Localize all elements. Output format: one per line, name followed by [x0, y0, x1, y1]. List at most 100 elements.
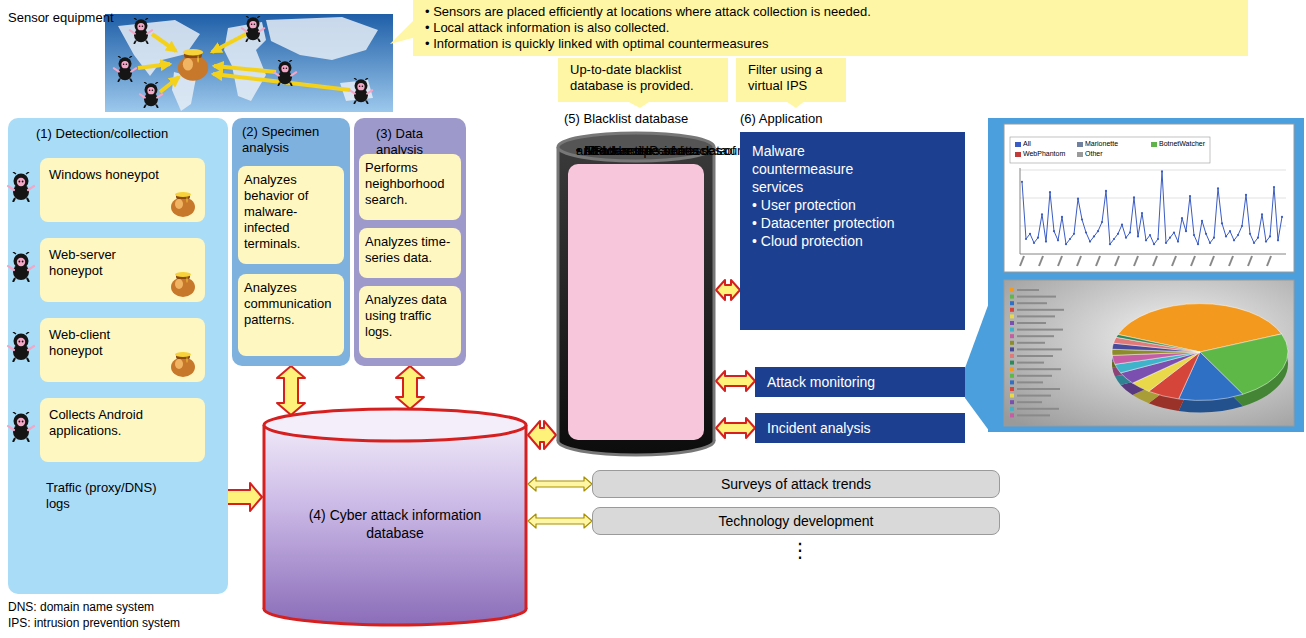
- cylinder-body: [558, 147, 714, 441]
- data-point: [1221, 222, 1223, 224]
- process-box: Web-server honeypot: [40, 238, 205, 302]
- data-point: [1161, 170, 1163, 172]
- tick-mark: [1210, 256, 1214, 266]
- data-point: [1033, 242, 1035, 244]
- node-text: Incident analysis: [767, 419, 955, 437]
- node-text: Web-server honeypot: [49, 247, 161, 279]
- data-point: [1229, 230, 1231, 232]
- drawing-part: [138, 64, 170, 68]
- drawing-part: [1077, 142, 1083, 147]
- section-heading: (6) Application: [740, 111, 822, 127]
- data-point: [1065, 243, 1067, 245]
- double-arrow: [528, 421, 556, 449]
- honeypot-icon: [171, 352, 195, 377]
- data-point: [1053, 230, 1055, 232]
- data-point: [1025, 238, 1027, 240]
- data-point: [1157, 238, 1159, 240]
- node-text: (1) Detection/collection: [36, 126, 220, 142]
- drawing-part: [212, 32, 250, 52]
- legend-swatch: [1010, 400, 1014, 404]
- data-point: [1109, 243, 1111, 245]
- database-cylinder: (4) Cyber attack information database: [262, 408, 528, 626]
- node-text: Attack monitoring: [767, 373, 955, 391]
- data-point: [1197, 243, 1199, 245]
- data-point: [1193, 234, 1195, 236]
- pie-chart: [1112, 304, 1288, 413]
- data-point: [1105, 190, 1107, 192]
- legend-line: [1017, 401, 1042, 403]
- legend-line: [1017, 395, 1051, 397]
- attacker-icon: [8, 172, 34, 202]
- abbreviation-note: DNS: domain name system: [8, 600, 154, 614]
- pie-legend: [1010, 288, 1064, 417]
- legend-line: [1017, 375, 1052, 377]
- node-text: Up-to-date blacklist database is provide…: [570, 62, 716, 94]
- chart-legend-box: [1010, 137, 1210, 163]
- data-point: [1209, 242, 1211, 244]
- tick-mark: [1172, 256, 1176, 266]
- drawing-part: [266, 17, 378, 60]
- legend-line: [1017, 362, 1044, 364]
- data-point: [1149, 234, 1151, 236]
- caption-label: Sensor equipment: [8, 10, 114, 26]
- data-point: [1189, 195, 1191, 197]
- data-point: [1201, 220, 1203, 222]
- legend-swatch: [1010, 328, 1014, 332]
- drawing-part: [1015, 152, 1021, 157]
- node-text: Web-client honeypot: [49, 327, 161, 359]
- line-series: [1021, 170, 1283, 245]
- legend-swatch: [1010, 295, 1014, 299]
- data-point: [1101, 221, 1103, 223]
- tick-mark: [1248, 256, 1252, 266]
- double-arrow: [277, 366, 305, 415]
- tick-mark: [1115, 256, 1119, 266]
- node-subtext: • User protection: [752, 196, 905, 214]
- line-series-path: [1022, 171, 1282, 244]
- node-subtext: and other time-series data: [576, 143, 727, 159]
- double-arrow: [528, 477, 592, 491]
- legend-swatch: [1010, 301, 1014, 305]
- database-cylinder: (5) Blacklist database• URLs and IP addr…: [556, 132, 716, 456]
- chart-legend-text: WebPhantom: [1023, 150, 1065, 158]
- attacker-icon: [140, 82, 163, 108]
- data-point: [1097, 230, 1099, 232]
- honeypot-icon: [171, 192, 195, 217]
- data-point: [1153, 243, 1155, 245]
- service-box: Attack monitoring: [755, 367, 965, 397]
- drawing-part: [1020, 170, 1286, 171]
- node-text: Technology development: [598, 513, 994, 529]
- tick-mark: [1020, 256, 1024, 266]
- drawing-part: [1015, 142, 1021, 147]
- node-text: Surveys of attack trends: [598, 476, 994, 492]
- attacker-icon: [274, 60, 297, 86]
- node-text: Analyzes communication patterns.: [244, 280, 340, 328]
- node-text: Analyzes data using traffic logs.: [365, 292, 457, 340]
- pie-slice: [1116, 334, 1200, 352]
- node-text: Analyzes behavior of malware-infected te…: [244, 172, 340, 252]
- double-arrow: [716, 418, 755, 438]
- chart-legend-text: Other: [1085, 150, 1103, 158]
- process-box: Analyzes communication patterns.: [238, 274, 344, 356]
- stage-panel: (1) Detection/collectionWindows honeypot…: [8, 118, 228, 594]
- drawing-part: [1151, 142, 1157, 147]
- data-point: [1277, 239, 1279, 241]
- legend-line: [1017, 335, 1054, 337]
- data-point: [1021, 181, 1023, 183]
- node-text: Filter using a virtual IPS: [748, 62, 834, 94]
- drawing-part: [152, 34, 176, 51]
- honeypot-icon: [178, 49, 208, 81]
- legend-line: [1017, 309, 1064, 311]
- map-ground: [105, 14, 393, 112]
- attacker-icon: [242, 16, 265, 42]
- legend-swatch: [1010, 334, 1014, 338]
- chart-legend-text: All: [1023, 140, 1031, 148]
- tick-mark: [1039, 256, 1043, 266]
- data-point: [1093, 235, 1095, 237]
- data-point: [1265, 241, 1267, 243]
- data-point: [1133, 196, 1135, 198]
- chart-panel: [988, 118, 1304, 432]
- pie-chart-ground: [1004, 280, 1294, 426]
- node-text: Windows honeypot: [49, 167, 161, 183]
- continents: [118, 17, 378, 111]
- data-point: [1249, 233, 1251, 235]
